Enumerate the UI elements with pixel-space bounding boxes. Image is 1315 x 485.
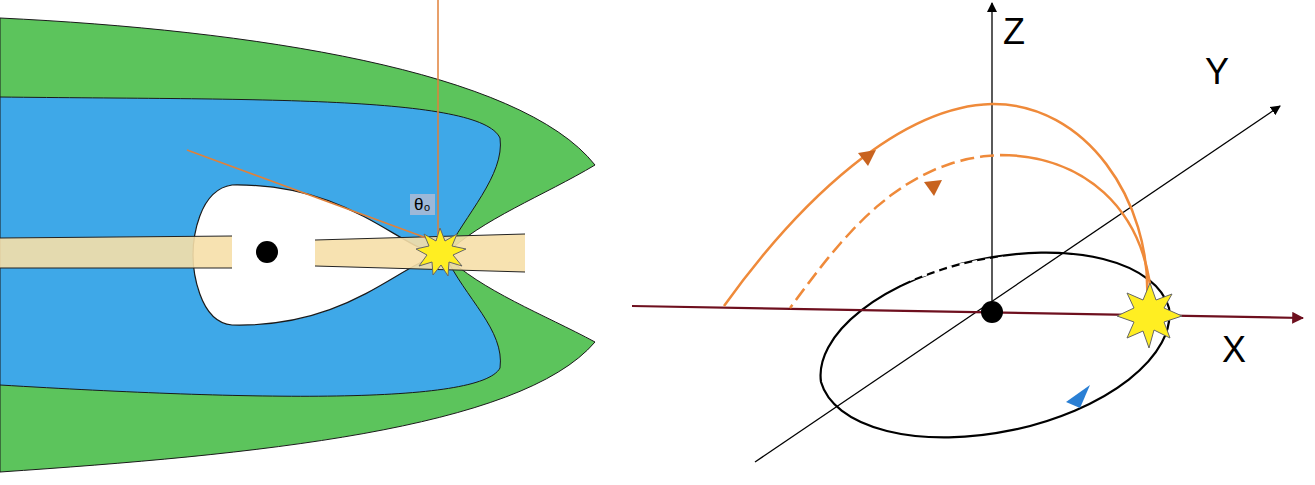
flare-star (1117, 283, 1182, 348)
trajectory-arrow (858, 150, 876, 166)
trajectory-arrow (924, 180, 942, 196)
disk-edge (315, 266, 525, 272)
axis-label: Z (1003, 14, 1025, 50)
outflow-line (187, 150, 432, 240)
normal-line (437, 0, 439, 240)
disk-left (0, 236, 232, 268)
x-axis (632, 306, 1303, 318)
black-hole (256, 241, 278, 263)
orbit (821, 253, 1170, 438)
disk-edge (0, 268, 232, 269)
outer-wind-region (0, 18, 595, 472)
axis-label: Y (1205, 54, 1229, 90)
ejecta-trajectory (724, 104, 1147, 306)
axis-label: X (1222, 332, 1246, 368)
y-axis (755, 106, 1280, 462)
ejecta-trajectory-lower (790, 155, 1152, 308)
angle-label: θ₀ (410, 194, 435, 215)
disk-right (315, 234, 525, 272)
orbit-direction-arrow (1066, 385, 1090, 408)
disk-edge (0, 236, 232, 238)
flare-star (416, 228, 466, 276)
central-mass (981, 301, 1003, 323)
inner-wind-region (0, 97, 500, 396)
z-axis (991, 3, 992, 312)
ejecta-trajectory-dashed (790, 155, 1000, 308)
orbit-hidden-part (862, 258, 1010, 300)
